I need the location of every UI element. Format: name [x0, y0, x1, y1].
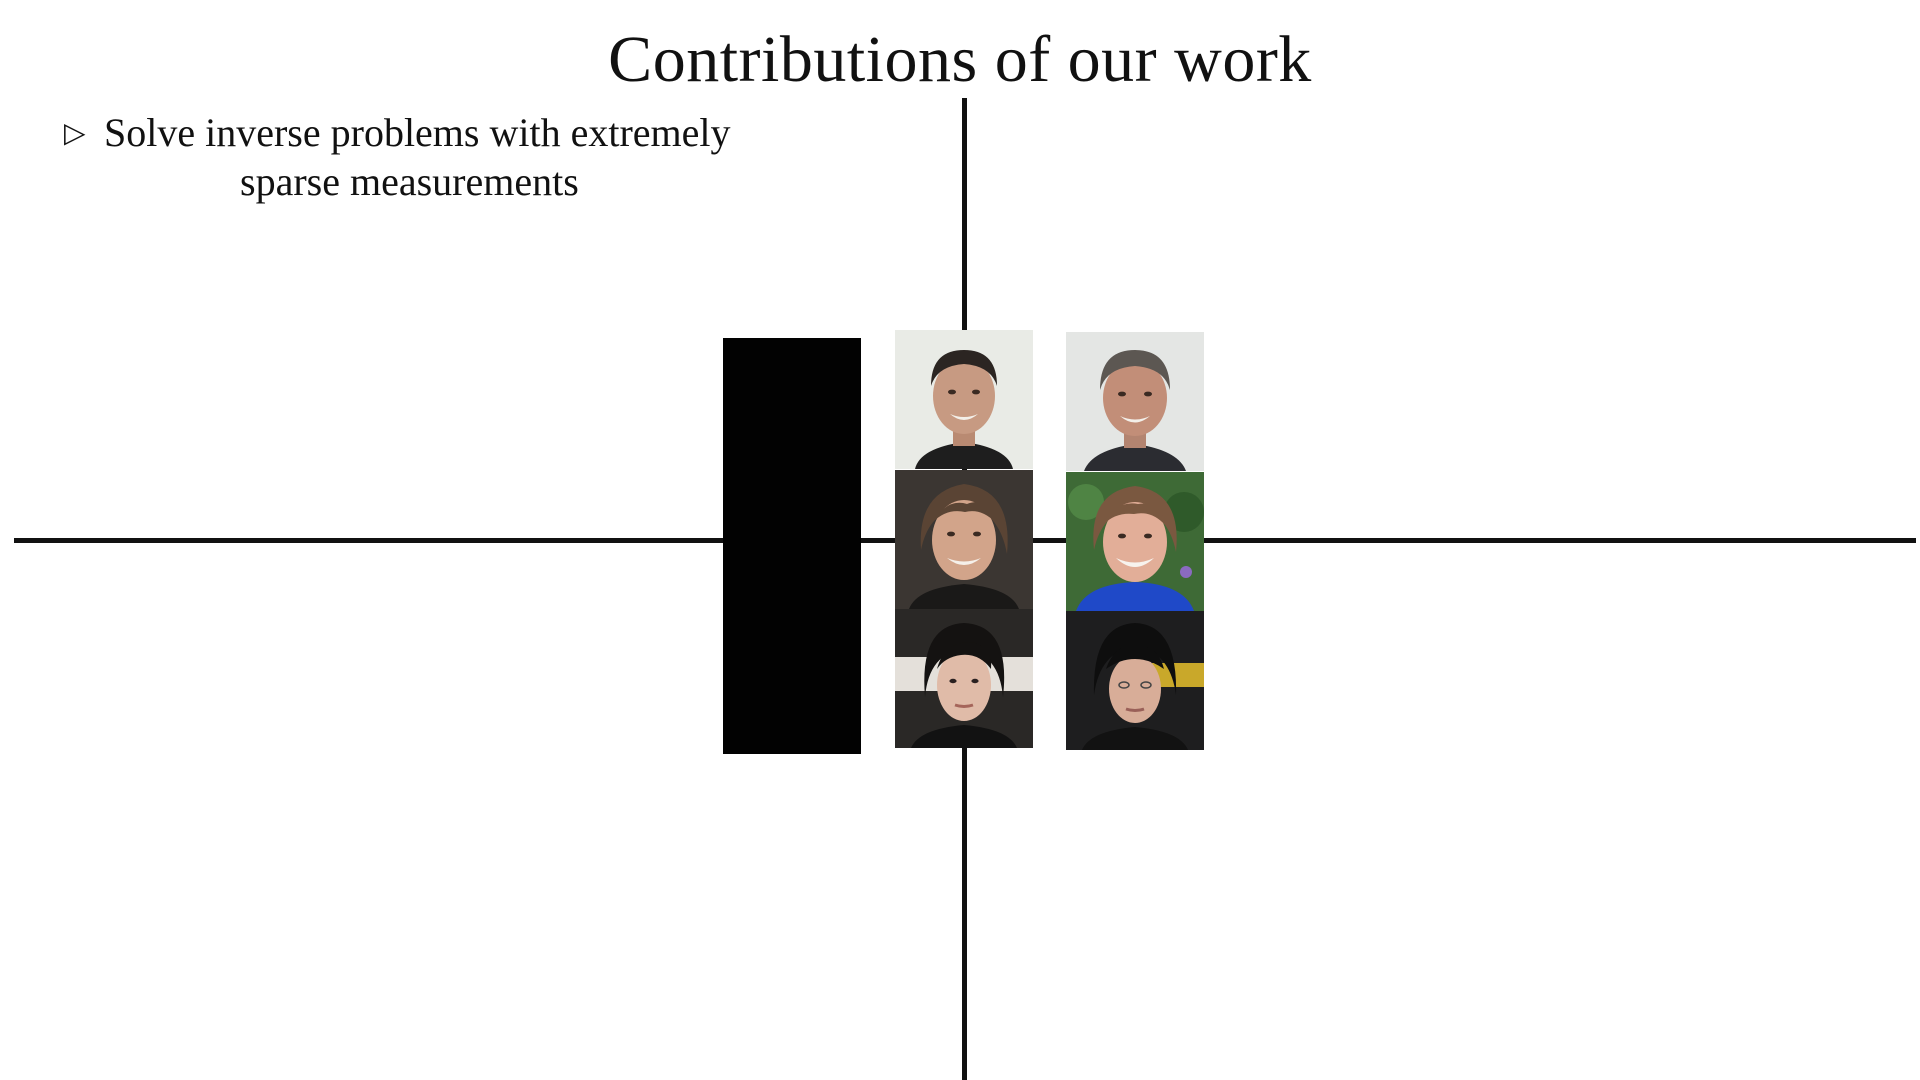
reconstruction-face-2 [895, 470, 1033, 609]
ground-truth-face-2 [1066, 472, 1204, 611]
bullet-item: ▷ Solve inverse problems with extremely s… [64, 108, 824, 206]
reconstruction-face-3 [895, 609, 1033, 748]
bullet-triangle-icon: ▷ [64, 116, 86, 149]
reconstruction-face-1 [895, 330, 1033, 469]
bullet-text-line-2: sparse measurements [240, 159, 579, 204]
sparse-measurement-panel [723, 338, 861, 754]
ground-truth-face-1 [1066, 332, 1204, 471]
ground-truth-face-3 [1066, 611, 1204, 750]
bullet-text-line-1: Solve inverse problems with extremely [104, 110, 731, 155]
slide-title: Contributions of our work [608, 23, 1312, 96]
